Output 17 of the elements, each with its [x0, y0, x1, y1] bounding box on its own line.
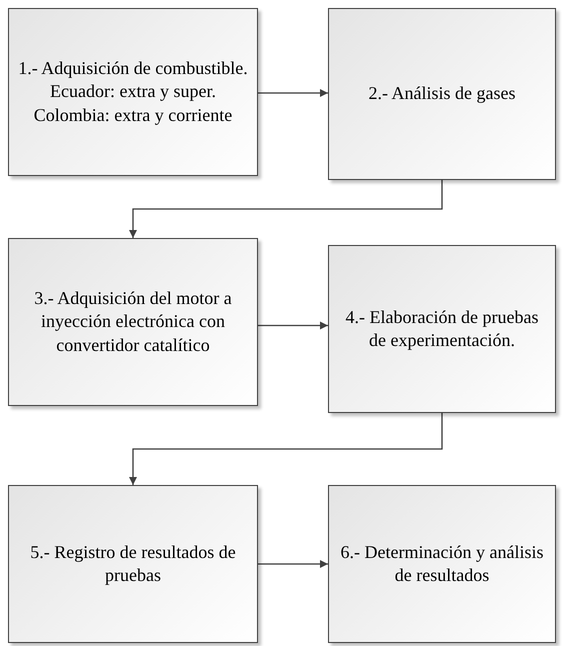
arrow: [258, 89, 328, 97]
step-text: 4.- Elaboración de pruebas de experimentación.: [344, 306, 540, 352]
arrow: [258, 560, 328, 568]
process-box: [328, 245, 556, 413]
process-box: [328, 8, 556, 180]
arrow: [129, 180, 443, 238]
arrow: [129, 413, 443, 485]
process-box: [8, 485, 258, 643]
step-text: 5.- Registro de resultados de pruebas: [29, 540, 237, 587]
step-text: 3.- Adquisición del motor a inyección electrónica con convertidor catalítico: [33, 286, 233, 357]
step-text: 2.- Análisis de gases: [368, 82, 516, 106]
step-text: 1.- Adquisición de combustible. Ecuador: extra y super. Colombia: extra y corriente: [17, 56, 249, 127]
process-box: [328, 485, 556, 643]
process-box: [8, 8, 258, 176]
process-box: [8, 238, 258, 406]
step-text: 6.- Determinación y análisis de resultados: [340, 540, 544, 587]
arrow: [258, 322, 328, 330]
